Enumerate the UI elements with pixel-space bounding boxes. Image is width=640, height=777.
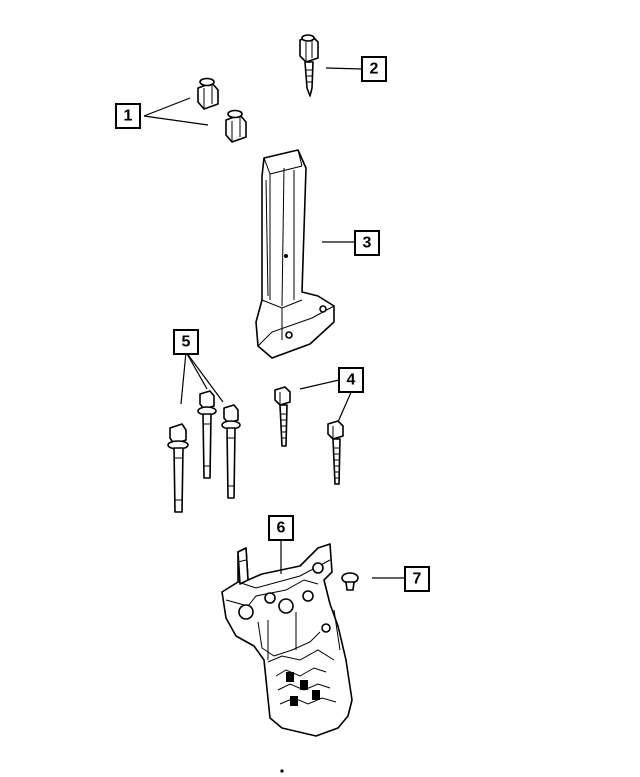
stud-part-5a bbox=[167, 423, 189, 513]
stud-part-5c bbox=[221, 404, 241, 499]
svg-text:2: 2 bbox=[370, 61, 379, 78]
callout-2: 2 bbox=[361, 56, 387, 82]
svg-text:7: 7 bbox=[413, 571, 422, 588]
svg-text:3: 3 bbox=[363, 235, 372, 252]
svg-text:5: 5 bbox=[182, 334, 191, 351]
callout-5: 5 bbox=[173, 329, 199, 355]
callout-1: 1 bbox=[115, 103, 141, 129]
bolt-part-4a bbox=[274, 386, 291, 447]
callout-6: 6 bbox=[268, 515, 294, 541]
svg-text:6: 6 bbox=[277, 520, 286, 537]
svg-text:4: 4 bbox=[347, 372, 356, 389]
bolt-part-4b bbox=[327, 420, 344, 485]
callout-4: 4 bbox=[338, 367, 364, 393]
bracket-part-3 bbox=[255, 149, 335, 359]
stud-part-2 bbox=[299, 34, 319, 97]
nut-part-1a bbox=[197, 77, 219, 110]
nut-part-1b bbox=[225, 109, 247, 143]
stud-part-5b bbox=[197, 390, 217, 479]
leader-lines bbox=[143, 67, 404, 579]
page-mark bbox=[280, 769, 284, 773]
svg-text:1: 1 bbox=[124, 108, 133, 125]
callout-3: 3 bbox=[354, 230, 380, 256]
mount-assembly-part-6 bbox=[221, 543, 353, 737]
clip-part-7 bbox=[341, 572, 359, 591]
callout-7: 7 bbox=[404, 566, 430, 592]
